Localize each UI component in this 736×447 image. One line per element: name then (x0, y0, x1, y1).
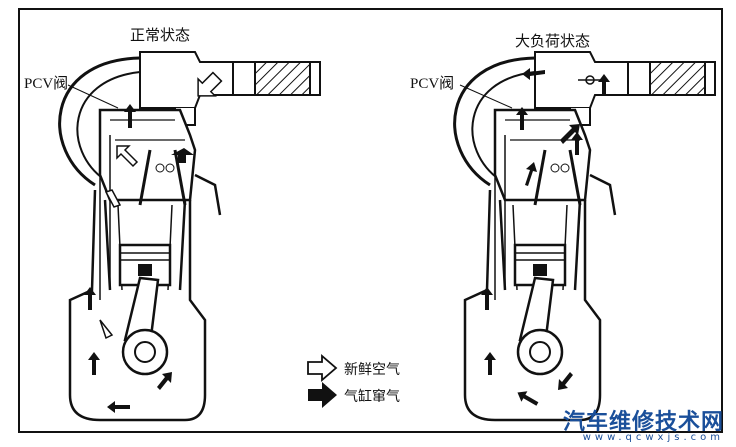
watermark: 汽车维修技术网 www.qcwxjs.com (563, 404, 724, 443)
heavy-load-airflow-arrows (481, 68, 610, 406)
legend-fresh-air-label: 新鲜空气 (344, 362, 400, 378)
normal-airflow-arrows (84, 71, 223, 413)
engine-heavy-load (453, 50, 717, 422)
diagram-frame (18, 8, 723, 433)
title-normal: 正常状态 (130, 26, 191, 44)
legend-blowby-label: 气缸窜气 (344, 389, 400, 405)
watermark-en: www.qcwxjs.com (582, 432, 724, 443)
engine-normal (58, 50, 322, 422)
watermark-cn: 汽车维修技术网 (562, 410, 724, 435)
legend-blowby: 气缸窜气 (344, 386, 400, 406)
legend-fresh-air: 新鲜空气 (344, 359, 400, 379)
solid-arrow-icon (308, 382, 337, 408)
pcv-leader-left (67, 84, 119, 109)
pcv-leader-right (459, 84, 513, 109)
title-heavy-load: 大负荷状态 (515, 32, 591, 50)
pcv-label-right: PCV阀 (410, 76, 455, 92)
pcv-label-left: PCV阀 (24, 76, 69, 92)
hollow-arrow-icon (307, 354, 338, 382)
